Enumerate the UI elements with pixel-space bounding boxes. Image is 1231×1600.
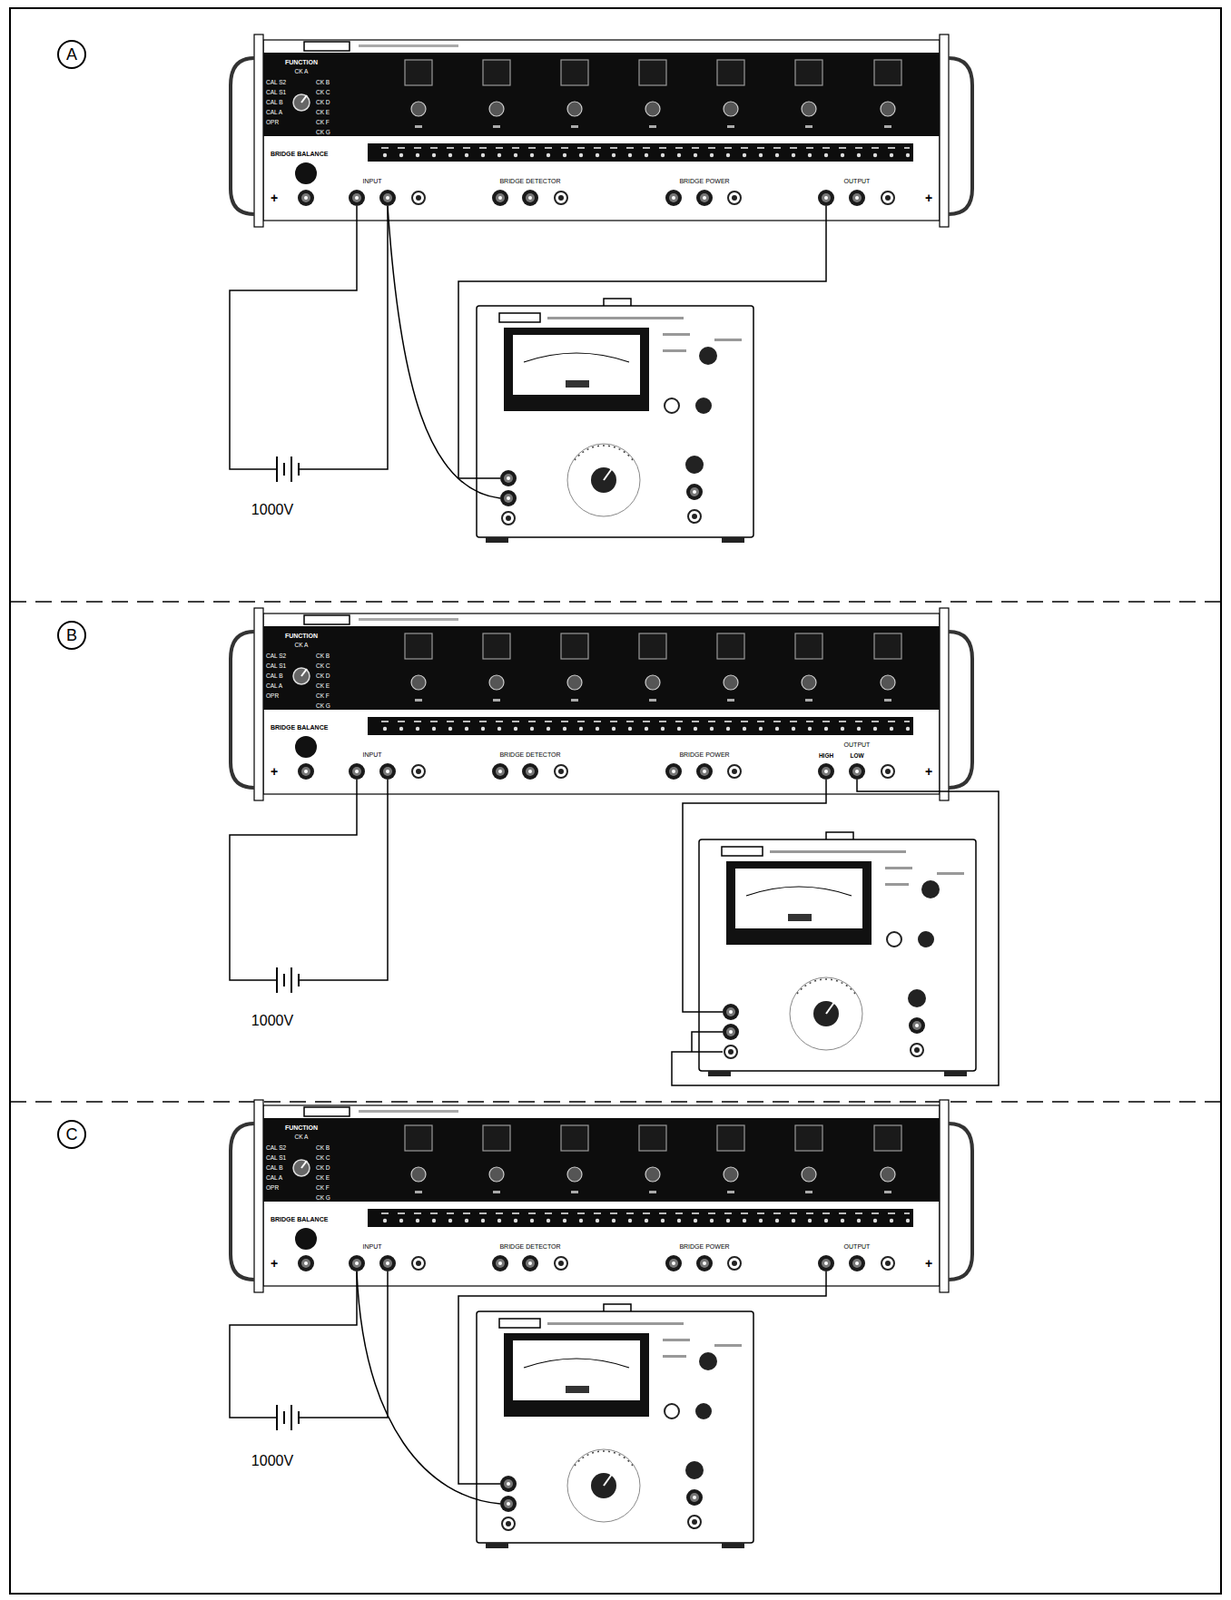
polarity-sign: +	[925, 765, 933, 778]
switch-position: CK F	[315, 693, 330, 700]
voltage-divider-instrument	[230, 1100, 973, 1293]
switch-position: CK E	[315, 1175, 330, 1182]
switch-position: FUNCTION	[285, 632, 318, 640]
panel-legend: BRIDGE POWER	[679, 177, 729, 185]
voltage-divider-instrument	[230, 608, 973, 801]
switch-position: CK F	[315, 1185, 330, 1192]
switch-position: CK G	[315, 129, 331, 137]
panel-letter-circle: C	[57, 1120, 87, 1150]
switch-position: CK D	[315, 99, 331, 107]
switch-position: CAL B	[265, 99, 284, 107]
switch-position: CK E	[315, 683, 330, 690]
switch-position: CK B	[315, 79, 330, 87]
panel-legend: BRIDGE POWER	[679, 1243, 729, 1251]
panel-letter-circle: A	[57, 39, 87, 69]
panel-legend: OUTPUT	[844, 1243, 871, 1251]
battery-symbol	[276, 1405, 299, 1431]
switch-position: OPR	[265, 119, 279, 127]
panel-letter: B	[66, 627, 78, 644]
polarity-sign: +	[270, 765, 278, 778]
switch-position: CAL B	[265, 673, 284, 680]
switch-position: CK A	[295, 642, 309, 650]
panel-legend: BRIDGE DETECTOR	[499, 177, 561, 185]
polarity-sign: +	[270, 191, 278, 205]
switch-position: OPR	[265, 693, 279, 700]
divider	[9, 600, 1222, 603]
battery-symbol	[276, 456, 299, 483]
switch-position: CAL A	[265, 1175, 283, 1182]
switch-position: CAL S2	[265, 653, 286, 660]
panel-legend: BRIDGE DETECTOR	[499, 751, 561, 759]
switch-position: CK G	[315, 1195, 331, 1202]
panel-letter: A	[66, 46, 78, 63]
null-detector	[476, 1304, 754, 1549]
voltage-value: 1000V	[251, 1014, 294, 1029]
switch-position: CAL S2	[265, 79, 286, 87]
switch-position: CAL S1	[265, 89, 286, 97]
switch-position: CK B	[315, 1145, 330, 1153]
panel-letter-circle: B	[57, 620, 87, 650]
panel-legend: BRIDGE DETECTOR	[499, 1243, 561, 1251]
voltage-value: 1000V	[251, 502, 294, 518]
switch-position: CAL A	[265, 683, 283, 690]
switch-position: CAL B	[265, 1165, 284, 1172]
polarity-sign: +	[925, 1257, 933, 1271]
switch-position: FUNCTION	[285, 1124, 318, 1132]
switch-position: CK D	[315, 1165, 331, 1172]
panel-legend: BRIDGE BALANCE	[270, 150, 328, 158]
switch-position: CAL S1	[265, 663, 286, 670]
terminal-name: LOW	[849, 753, 864, 760]
panel-legend: INPUT	[363, 1243, 383, 1251]
terminal-name: HIGH	[818, 753, 834, 760]
null-detector	[476, 298, 754, 543]
panel-legend: BRIDGE BALANCE	[270, 724, 328, 731]
wires	[229, 206, 999, 1505]
switch-position: CK D	[315, 673, 331, 680]
battery-symbol	[276, 967, 299, 994]
switch-position: CAL S2	[265, 1145, 286, 1153]
switch-position: CK C	[315, 1155, 331, 1163]
panel-legend: OUTPUT	[844, 741, 871, 749]
switch-position: CK C	[315, 89, 331, 97]
frame	[9, 8, 1222, 1595]
switch-position: OPR	[265, 1185, 279, 1192]
panel-legend: BRIDGE POWER	[679, 751, 729, 759]
panel-legend: BRIDGE BALANCE	[270, 1216, 328, 1223]
panel-legend: OUTPUT	[844, 177, 871, 185]
polarity-sign: +	[270, 1257, 278, 1271]
switch-position: CK A	[295, 1134, 309, 1142]
switch-position: CK F	[315, 119, 330, 127]
switch-position: CAL A	[265, 109, 283, 117]
switch-position: FUNCTION	[285, 59, 318, 66]
voltage-value: 1000V	[251, 1454, 294, 1469]
panel-legend: INPUT	[363, 751, 383, 759]
switch-position: CAL S1	[265, 1155, 286, 1163]
panel-legend: INPUT	[363, 177, 383, 185]
switch-position: CK B	[315, 653, 330, 660]
switch-position: CK A	[295, 68, 309, 76]
divider	[9, 1101, 1222, 1103]
polarity-sign: +	[925, 191, 933, 205]
voltage-divider-instrument	[230, 34, 973, 227]
switch-position: CK E	[315, 109, 330, 117]
null-detector	[699, 832, 976, 1077]
panel-letter: C	[66, 1126, 79, 1143]
switch-position: CK C	[315, 663, 331, 670]
switch-position: CK G	[315, 703, 331, 710]
